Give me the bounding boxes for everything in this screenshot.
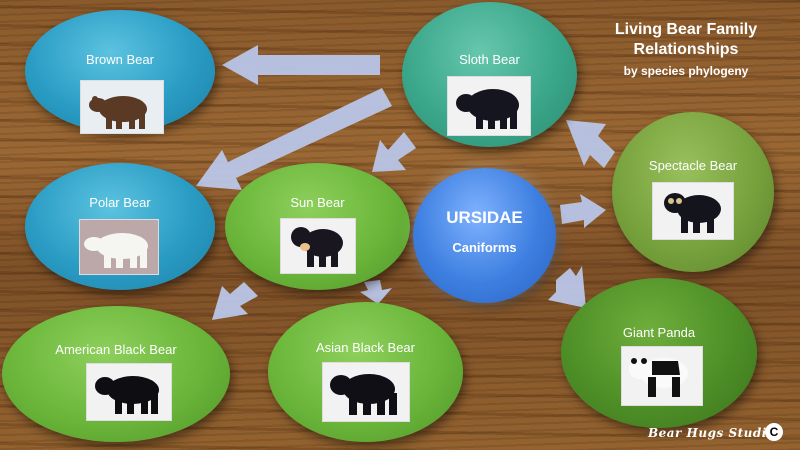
arrow-ursidae-to-spectacle <box>560 194 606 228</box>
polar-bear-photo <box>79 219 159 275</box>
brown-bear-label: Brown Bear <box>86 52 154 67</box>
arrow-spectacle-to-sloth <box>566 120 615 168</box>
node-sun-bear: Sun Bear <box>225 163 410 290</box>
asian-black-bear-photo <box>322 362 410 422</box>
american-black-bear-label: American Black Bear <box>55 342 177 357</box>
arrow-sloth-to-polar <box>196 88 392 190</box>
node-ursidae: URSIDAE Caniforms <box>413 168 556 303</box>
sun-bear-photo <box>280 218 356 274</box>
ursidae-label: URSIDAE <box>446 208 523 227</box>
title-line-1: Living Bear Family <box>614 21 758 38</box>
sun-bear-label: Sun Bear <box>290 195 345 210</box>
giant-panda-photo <box>621 346 703 406</box>
arrow-sloth-to-brown <box>222 45 380 85</box>
diagram-title: Living Bear Family Relationships by spec… <box>596 20 776 78</box>
arrow-sun-to-asian <box>360 280 392 304</box>
node-brown-bear: Brown Bear <box>25 10 215 134</box>
brown-bear-photo <box>80 80 164 134</box>
arrow-sun-to-american <box>212 282 258 320</box>
sloth-bear-label: Sloth Bear <box>459 52 520 67</box>
caniforms-label: Caniforms <box>452 240 517 255</box>
node-american-black-bear: American Black Bear <box>2 306 230 442</box>
arrow-ursidae-to-panda <box>548 266 586 308</box>
title-subtitle: by species phylogeny <box>623 64 749 78</box>
node-polar-bear: Polar Bear <box>25 163 215 290</box>
copyright-icon: C <box>765 423 783 441</box>
sloth-bear-photo <box>447 76 531 136</box>
spectacle-bear-label: Spectacle Bear <box>648 158 738 173</box>
asian-black-bear-label: Asian Black Bear <box>316 340 415 355</box>
polar-bear-label: Polar Bear <box>89 195 151 210</box>
node-asian-black-bear: Asian Black Bear <box>268 302 463 442</box>
studio-credit: Bear Hugs Studio <box>648 426 776 440</box>
node-sloth-bear: Sloth Bear <box>402 2 577 147</box>
american-black-bear-photo <box>86 363 172 421</box>
arrow-sloth-to-sun <box>372 132 416 172</box>
node-spectacle-bear: Spectacle Bear <box>612 112 774 272</box>
giant-panda-label: Giant Panda <box>622 325 696 340</box>
node-giant-panda: Giant Panda <box>561 278 757 428</box>
title-line-2: Relationships <box>633 41 739 58</box>
spectacle-bear-photo <box>652 182 734 240</box>
